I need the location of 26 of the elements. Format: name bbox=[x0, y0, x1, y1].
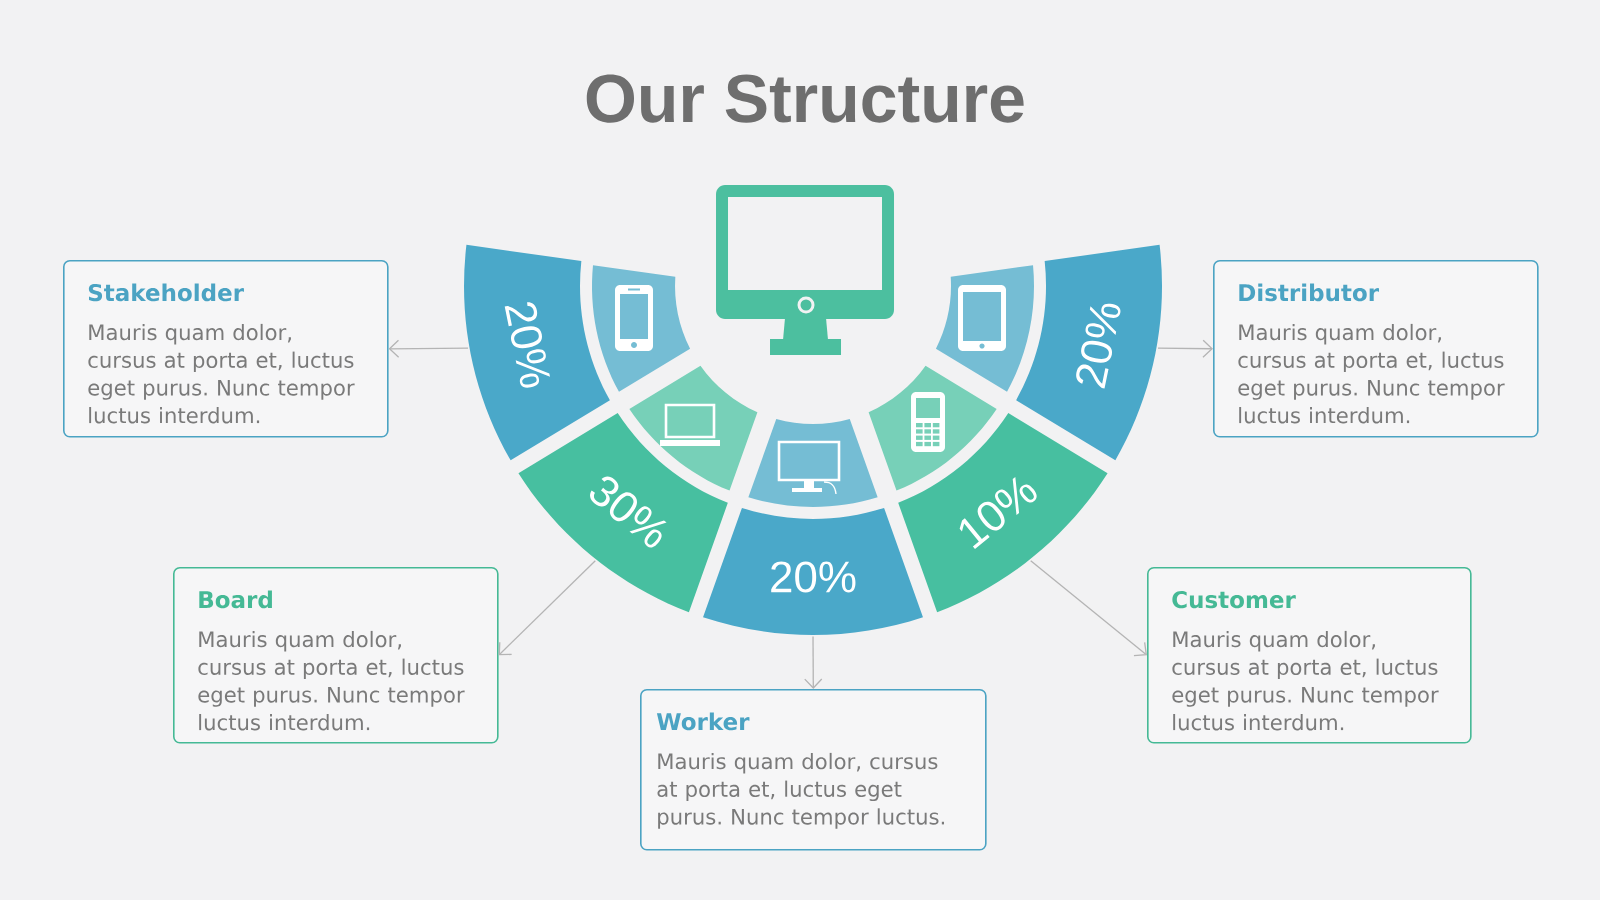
info-card bbox=[63, 260, 389, 438]
card-heading: Stakeholder bbox=[88, 283, 244, 302]
card-heading: Distributor bbox=[1239, 283, 1379, 302]
card-text: Mauris quam dolor, cursus at porta et, luctus eget purus. Nunc tempor luctus interdum. bbox=[198, 630, 465, 731]
percent-segment: 20% bbox=[464, 244, 610, 461]
info-card bbox=[1213, 260, 1539, 438]
arrow bbox=[388, 339, 469, 358]
percent-segment: 20% bbox=[703, 507, 923, 635]
card-heading: Worker bbox=[656, 712, 750, 731]
info-card bbox=[640, 689, 987, 851]
arrow bbox=[498, 560, 596, 656]
card-heading: Board bbox=[199, 590, 272, 609]
card-text: Mauris quam dolor, cursus at porta et, luctus eget purus. Nunc tempor luctus interdum. bbox=[88, 323, 355, 424]
arrow bbox=[1030, 560, 1147, 657]
card-heading: Customer bbox=[1172, 590, 1296, 609]
percent-segment: 30% bbox=[518, 413, 728, 613]
info-card bbox=[1147, 567, 1472, 744]
card-text: Mauris quam dolor, cursus at porta et, luctus eget purus. Nunc tempor luctus interdum. bbox=[1172, 630, 1439, 731]
percent-segment: 10% bbox=[898, 413, 1108, 613]
arrow bbox=[1157, 339, 1213, 358]
arrow bbox=[804, 635, 823, 689]
card-text: Mauris quam dolor, cursus at porta et, luctus eget purus. Nunc tempor luctus. bbox=[657, 752, 944, 829]
percent-segment: 20% bbox=[1016, 244, 1162, 461]
info-card bbox=[173, 567, 499, 744]
title: Our Structure bbox=[586, 74, 1024, 123]
card-text: Mauris quam dolor, cursus at porta et, luctus eget purus. Nunc tempor luctus interdum. bbox=[1238, 323, 1505, 424]
